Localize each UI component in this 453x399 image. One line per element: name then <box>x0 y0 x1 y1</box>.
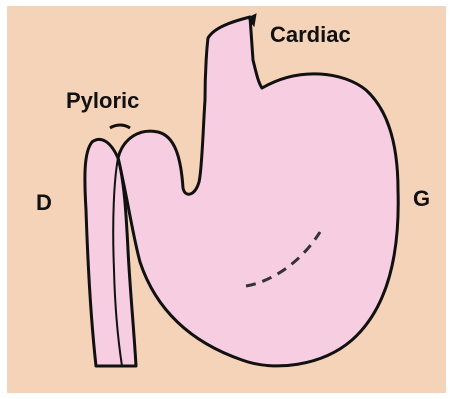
label-pyloric: Pyloric <box>66 88 139 113</box>
pyloric-marker <box>110 125 130 128</box>
label-cardiac: Cardiac <box>270 22 351 47</box>
label-g: G <box>413 186 430 211</box>
label-d: D <box>36 190 52 215</box>
stomach-body <box>118 17 398 366</box>
